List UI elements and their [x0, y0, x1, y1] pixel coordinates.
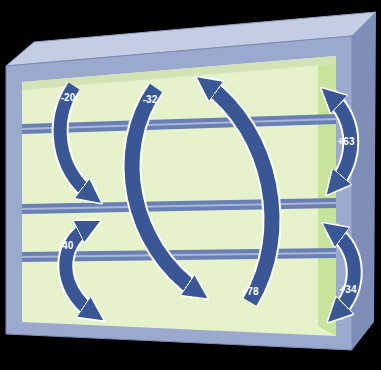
- arrow-outline: [332, 230, 354, 314]
- callout-number: +78: [242, 287, 259, 297]
- arrow-outline: [132, 88, 198, 292]
- move-arrow: [60, 86, 92, 196]
- callout-number: -32: [143, 95, 157, 105]
- move-arrow: [66, 226, 94, 314]
- cabinet-frame: [6, 36, 352, 350]
- callout-number: +63: [338, 137, 355, 147]
- arrow-outline: [206, 84, 272, 302]
- shelf-edge: [22, 202, 336, 210]
- arrow-outline: [66, 226, 94, 314]
- move-arrows: [60, 84, 354, 314]
- arrow-outline: [60, 86, 92, 196]
- callout-number: -40: [59, 241, 73, 251]
- callout-number: -20: [61, 93, 75, 103]
- move-arrow: [332, 230, 354, 314]
- callout-number: +34: [340, 285, 357, 295]
- move-arrow: [132, 88, 198, 292]
- cabinet-interior: [22, 56, 336, 336]
- move-arrow: [206, 84, 272, 302]
- shelf: [22, 198, 336, 214]
